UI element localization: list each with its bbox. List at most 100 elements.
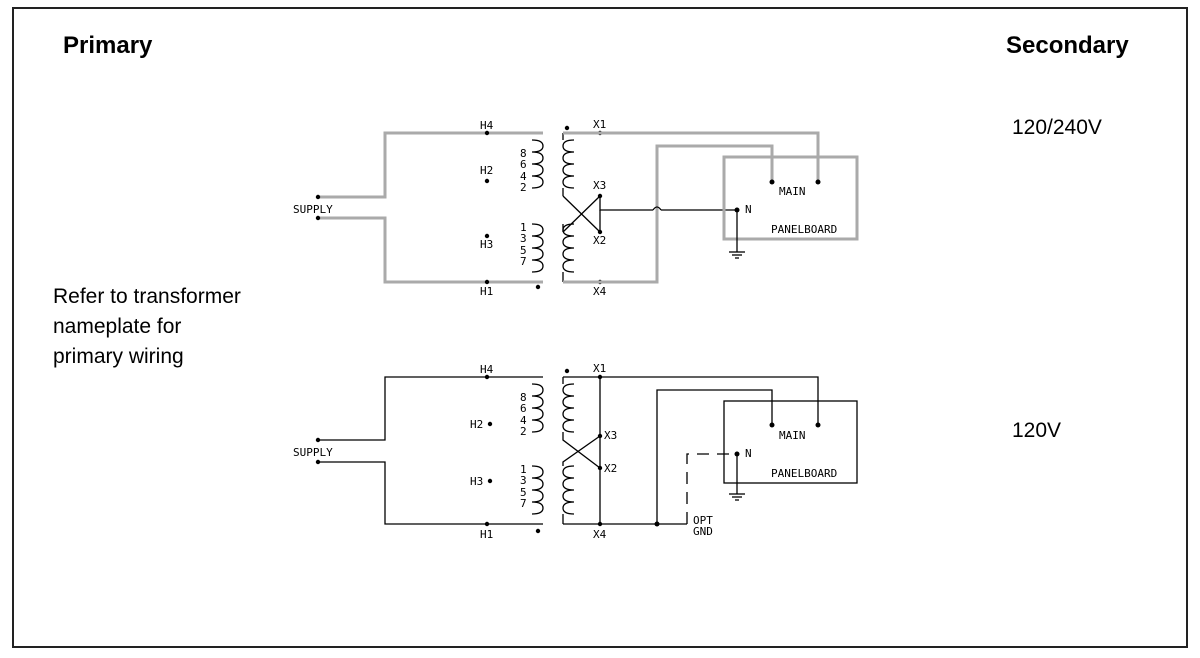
label-h2: H2 — [470, 418, 483, 431]
label-x1: X1 — [593, 362, 606, 375]
tap-label: 8 — [520, 391, 527, 404]
terminal-h4 — [484, 130, 490, 136]
polarity-dot — [564, 125, 570, 131]
label-h3: H3 — [480, 238, 493, 251]
secondary-coil-lower — [562, 465, 575, 515]
secondary-coil-lower — [562, 223, 575, 273]
supply-terminal — [315, 194, 321, 200]
terminal-h1 — [484, 521, 490, 527]
supply-wire-lower — [318, 216, 543, 284]
diagram-frame — [12, 7, 1188, 648]
terminal-h1 — [484, 279, 490, 285]
terminal-h3 — [487, 478, 493, 484]
terminal-x3 — [597, 433, 603, 439]
diagram-top: SUPPLY H4 H2 H3 H1 8 6 4 2 1 3 5 7 — [293, 118, 859, 298]
supply-terminal — [315, 215, 321, 221]
polarity-dot — [564, 368, 570, 374]
gnd-label: GND — [693, 525, 713, 538]
terminal-h4 — [484, 374, 490, 380]
tap-label: 1 — [520, 221, 527, 234]
tap-label: 7 — [520, 255, 527, 268]
terminal-h3 — [484, 233, 490, 239]
supply-label: SUPPLY — [293, 203, 333, 216]
supply-wire-lower — [318, 461, 543, 525]
label-h1: H1 — [480, 285, 493, 298]
voltage-label-top: 120/240V — [1012, 116, 1102, 139]
label-x1: X1 — [593, 118, 606, 131]
supply-label: SUPPLY — [293, 446, 333, 459]
panelboard-box — [722, 155, 859, 241]
label-h4: H4 — [480, 119, 494, 132]
tap-label: 1 — [520, 463, 527, 476]
tap-label: 7 — [520, 497, 527, 510]
terminal-h2 — [487, 421, 493, 427]
label-x3: X3 — [593, 179, 606, 192]
terminal-h2 — [484, 178, 490, 184]
secondary-crossover — [562, 435, 601, 466]
panelboard-label: PANELBOARD — [771, 223, 837, 236]
panelboard-label: PANELBOARD — [771, 467, 837, 480]
tap-label: 6 — [520, 402, 527, 415]
panelboard-box — [723, 400, 858, 484]
note-line-2: nameplate for — [53, 315, 182, 338]
primary-wiring-note: Refer to transformer nameplate for prima… — [53, 282, 241, 372]
tap-label: 3 — [520, 232, 527, 245]
label-h4: H4 — [480, 363, 494, 376]
main-terminal — [815, 422, 821, 428]
primary-coil-lower — [531, 223, 544, 273]
tap-label: 5 — [520, 486, 527, 499]
tap-label: 6 — [520, 158, 527, 171]
secondary-crossover — [562, 432, 601, 469]
tap-label: 2 — [520, 181, 527, 194]
opt-label: OPT — [693, 514, 713, 527]
label-x2: X2 — [604, 462, 617, 475]
label-x4: X4 — [593, 528, 607, 541]
supply-wire-upper — [318, 376, 543, 441]
terminal-x2 — [597, 465, 603, 471]
label-x3: X3 — [604, 429, 617, 442]
wire-x4-main — [563, 144, 774, 284]
main-terminal — [769, 422, 775, 428]
wire-neutral — [599, 196, 653, 211]
supply-wire-upper — [318, 131, 543, 199]
secondary-coil-upper — [562, 383, 575, 433]
primary-coil-upper — [531, 139, 544, 189]
note-line-3: primary wiring — [53, 345, 184, 368]
main-label: MAIN — [779, 429, 806, 442]
label-h1: H1 — [480, 528, 493, 541]
tap-label: 3 — [520, 474, 527, 487]
primary-heading: Primary — [63, 32, 153, 59]
secondary-crossover — [562, 195, 601, 233]
diagram-bottom: SUPPLY H4 H2 H3 H1 8 6 4 2 1 3 5 7 X1 X3 — [293, 362, 858, 541]
label-h2: H2 — [480, 164, 493, 177]
tap-label: 5 — [520, 244, 527, 257]
secondary-heading: Secondary — [1006, 32, 1129, 59]
wire-crossover-hop — [652, 206, 662, 211]
polarity-dot — [535, 284, 541, 290]
neutral-label: N — [745, 203, 752, 216]
voltage-label-bottom: 120V — [1012, 419, 1062, 442]
polarity-dot — [535, 528, 541, 534]
tap-label: 4 — [520, 414, 527, 427]
tap-label: 2 — [520, 425, 527, 438]
wire-x1-main — [563, 376, 819, 425]
supply-terminal — [315, 437, 321, 443]
wire-x4-main — [563, 389, 773, 525]
neutral-label: N — [745, 447, 752, 460]
wire-x1-main — [563, 131, 820, 182]
label-x2: X2 — [593, 234, 606, 247]
primary-coil-lower — [531, 465, 544, 515]
supply-terminal — [315, 459, 321, 465]
wire-opt-gnd-dashed — [686, 453, 737, 524]
primary-coil-upper — [531, 383, 544, 433]
label-h3: H3 — [470, 475, 483, 488]
label-x4: X4 — [593, 285, 607, 298]
main-terminal — [769, 179, 775, 185]
tap-label: 4 — [520, 170, 527, 183]
tap-label: 8 — [520, 147, 527, 160]
main-terminal — [815, 179, 821, 185]
main-label: MAIN — [779, 185, 806, 198]
secondary-coil-upper — [562, 139, 575, 189]
note-line-1: Refer to transformer — [53, 285, 241, 308]
